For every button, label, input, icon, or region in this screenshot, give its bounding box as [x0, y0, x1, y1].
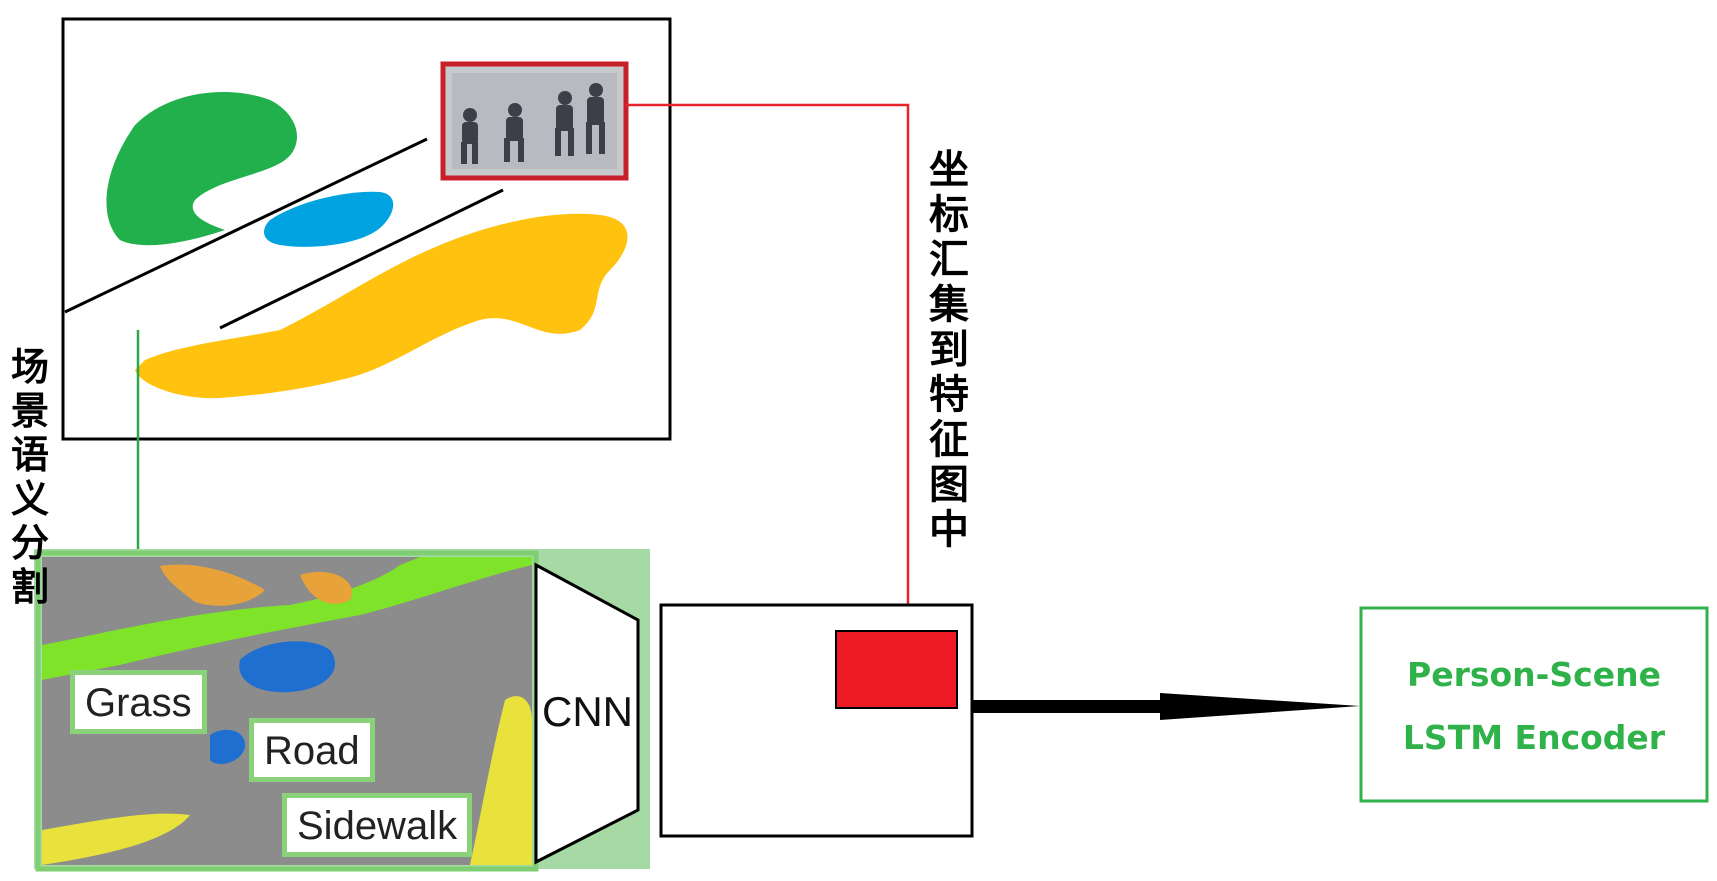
road-tag: Road	[249, 718, 375, 782]
pooled-feature-cell	[835, 630, 958, 709]
coordinate-pooling-label: 坐标汇集到特征图中	[929, 147, 969, 553]
grass-region	[106, 92, 297, 246]
cnn-label: CNN	[542, 688, 633, 735]
road-region	[264, 191, 394, 247]
encoder-title-line1: Person-Scene	[1407, 655, 1661, 694]
encoder-title-line2: LSTM Encoder	[1402, 718, 1666, 757]
encoder-box	[1359, 606, 1709, 803]
sidewalk-region	[135, 213, 628, 399]
grass-tag: Grass	[70, 670, 207, 734]
output-arrow	[972, 693, 1360, 720]
road-edge-line-lower	[219, 188, 504, 330]
road-edge-line-upper	[64, 137, 428, 314]
cnn-block	[534, 562, 640, 865]
sidewalk-tag: Sidewalk	[282, 793, 473, 857]
scene-segmentation-label: 场景语义分割	[10, 345, 49, 609]
coordinate-pooling-line	[626, 103, 910, 630]
people-figures-icon	[440, 61, 629, 181]
